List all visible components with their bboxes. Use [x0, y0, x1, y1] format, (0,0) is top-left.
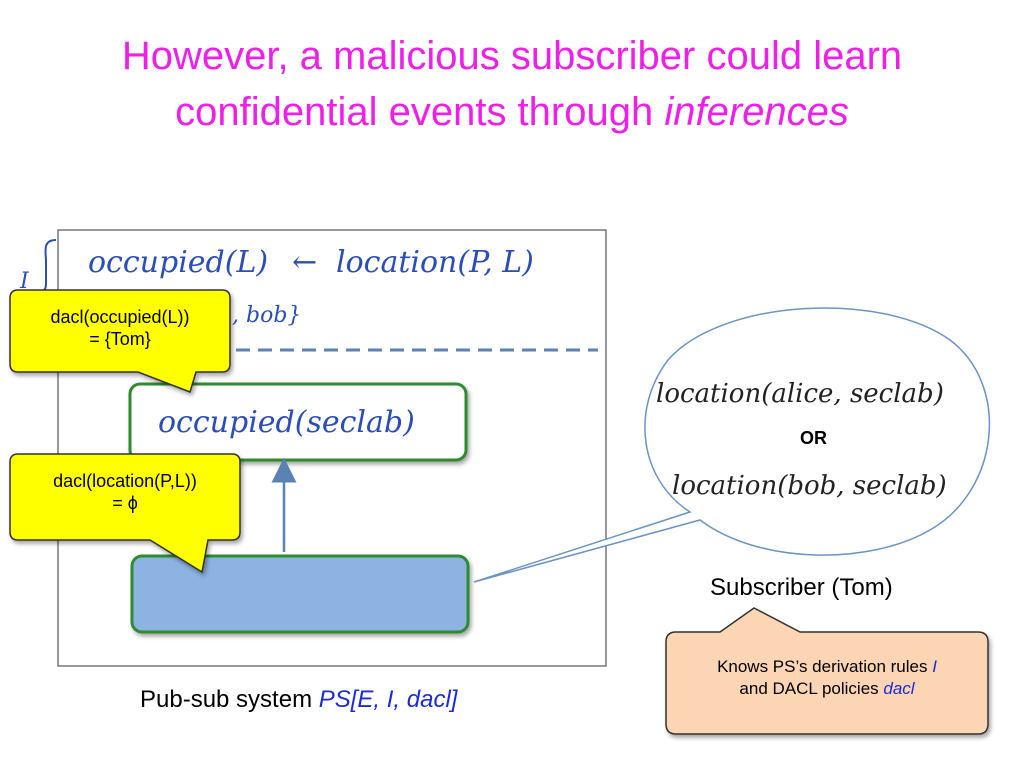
rule-head: occupied(L) — [88, 245, 268, 280]
callout-location-line-2: = ϕ — [112, 493, 138, 513]
derived-event-label: occupied(seclab) — [158, 405, 415, 440]
principal-set-tail: , bob} — [232, 303, 301, 328]
callout-location-text: dacl(location(P,L)) = ϕ — [14, 470, 236, 514]
inference-bubble — [473, 307, 990, 583]
title-line-1: However, a malicious subscriber could le… — [121, 34, 903, 78]
knowledge-text-1: Knows PS’s derivation rules — [717, 657, 933, 676]
derivation-brace — [35, 239, 57, 295]
knowledge-line-2: and DACL policies dacl — [670, 678, 984, 700]
callout-occupied — [9, 289, 231, 393]
knowledge-accent-2: dacl — [883, 679, 915, 698]
rule-arrow: ← — [292, 245, 317, 280]
pubsub-caption-text: Pub-sub system — [140, 686, 319, 713]
slide-title: However, a malicious subscriber could le… — [0, 28, 1024, 140]
knowledge-accent-1: I — [932, 657, 937, 676]
knowledge-line-1: Knows PS’s derivation rules I — [670, 656, 984, 678]
knowledge-text: Knows PS’s derivation rules I and DACL p… — [670, 656, 984, 700]
derived-event-box — [128, 382, 468, 462]
inference-option-1: location(alice, seclab) — [656, 379, 944, 409]
inference-option-2: location(bob, seclab) — [672, 471, 947, 501]
hidden-event-box — [130, 554, 470, 634]
rule-body: location(P, L) — [336, 245, 534, 280]
subscriber-label: Subscriber (Tom) — [710, 574, 893, 601]
callout-occupied-line-1: dacl(occupied(L)) — [50, 307, 190, 327]
callout-location-line-1: dacl(location(P,L)) — [53, 471, 197, 491]
title-line-2-text: confidential events through — [175, 90, 665, 134]
knowledge-callout — [665, 607, 989, 735]
pubsub-caption-ps: PS[E, I, dacl] — [318, 686, 458, 713]
callout-location — [9, 453, 241, 574]
callout-occupied-text: dacl(occupied(L)) = {Tom} — [14, 306, 226, 350]
derivation-label: I — [19, 269, 30, 294]
pubsub-caption: Pub-sub system PS[E, I, dacl] — [140, 686, 457, 714]
knowledge-text-2: and DACL policies — [739, 679, 884, 698]
title-line-2: confidential events through inferences — [0, 84, 1024, 140]
callout-occupied-line-2: = {Tom} — [89, 329, 151, 349]
title-emphasis: inferences — [664, 90, 849, 134]
or-label: OR — [800, 428, 827, 448]
